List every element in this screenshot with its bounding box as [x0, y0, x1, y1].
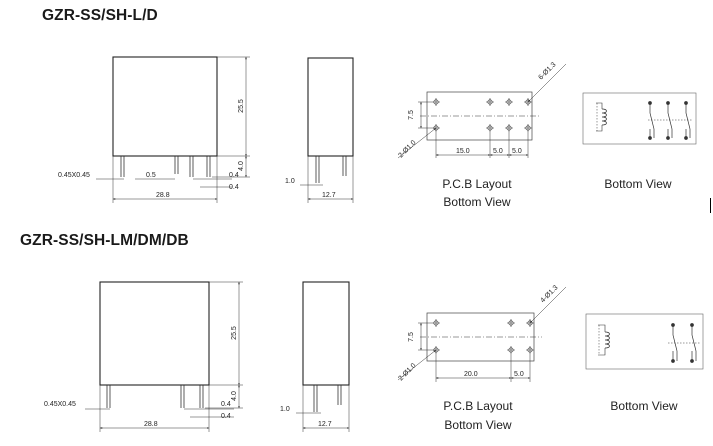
s1-schematic: [582, 92, 697, 145]
s2-side-width: 12.7: [318, 421, 332, 428]
s1-schematic-caption: Bottom View: [604, 177, 671, 191]
s1-pcb-layout: [397, 63, 567, 159]
s1-dim-pin-width: 0.5: [146, 172, 156, 179]
s2-pcb-caption-1: P.C.B Layout: [443, 399, 513, 413]
s1-pcb-caption-1: P.C.B Layout: [442, 177, 512, 191]
s1-pcb-pitch-v: 7.5: [408, 110, 415, 120]
s2-pcb-caption-2: Bottom View: [444, 418, 511, 432]
s1-pcb-hole-small: 2-Ø1.0: [397, 139, 417, 159]
s2-pcb-pitch-v: 7.5: [408, 332, 415, 342]
s1-dim-gap-b: 0.4: [229, 184, 239, 191]
s1-dim-gap-a: 0.4: [229, 172, 239, 179]
s2-front-view: [85, 281, 243, 432]
s2-pcb-dist-a: 20.0: [464, 371, 478, 378]
s2-dim-pin-length: 4.0: [231, 391, 238, 401]
s2-pcb-layout: [397, 286, 567, 382]
s1-side-view: [300, 57, 354, 203]
s1-pcb-dist-a: 15.0: [456, 148, 470, 155]
s2-side-pin: 1.0: [280, 406, 290, 413]
s1-side-width: 12.7: [322, 192, 336, 199]
s2-dim-gap-a: 0.4: [221, 401, 231, 408]
s1-pcb-dist-c: 5.0: [512, 148, 522, 155]
text-cursor: [710, 198, 711, 213]
s2-pcb-hole-small: 2-Ø1.0: [397, 362, 417, 382]
s1-dim-height: 25.5: [238, 99, 245, 113]
s1-dim-pin-length: 4.0: [238, 161, 245, 171]
s2-dim-pin-size: 0.45X0.45: [44, 401, 76, 408]
s1-front-view: [96, 56, 250, 203]
s2-dim-width: 28.8: [144, 421, 158, 428]
s2-dim-gap-b: 0.4: [221, 413, 231, 420]
s1-dim-width: 28.8: [156, 192, 170, 199]
s1-pcb-hole-large: 6-Ø1.3: [537, 61, 557, 81]
s2-schematic-caption: Bottom View: [610, 399, 677, 413]
s2-schematic: [585, 313, 704, 370]
s1-dim-pin-size: 0.45X0.45: [58, 172, 90, 179]
s2-side-view: [296, 281, 350, 432]
section1-title: GZR-SS/SH-L/D: [42, 7, 158, 24]
s1-pcb-caption-2: Bottom View: [443, 195, 510, 209]
s2-pcb-dist-b: 5.0: [514, 371, 524, 378]
s1-pcb-dist-b: 5.0: [493, 148, 503, 155]
s2-pcb-hole-large: 4-Ø1.3: [539, 284, 559, 304]
s2-dim-height: 25.5: [231, 326, 238, 340]
s1-side-pin: 1.0: [285, 178, 295, 185]
section2-title: GZR-SS/SH-LM/DM/DB: [20, 232, 189, 249]
